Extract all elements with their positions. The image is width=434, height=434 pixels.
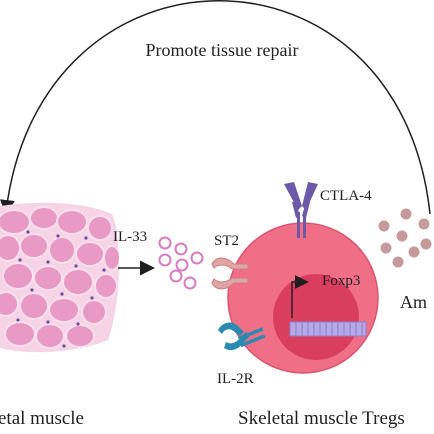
- skeletal-muscle-tissue: [0, 202, 120, 353]
- promote-repair-label: Promote tissue repair: [146, 40, 299, 60]
- ctla4-label: CTLA-4: [320, 188, 372, 204]
- amphiregulin-molecules: [378, 208, 432, 268]
- left-caption: etal muscle: [0, 408, 84, 429]
- right-caption: Skeletal muscle Tregs: [238, 408, 405, 429]
- il33-label: IL-33: [113, 229, 147, 245]
- il2r-label: IL-2R: [217, 371, 254, 387]
- muscle-fibers: [0, 206, 120, 349]
- st2-receptor-icon: [211, 257, 249, 290]
- promoter-arrow-icon: [291, 275, 309, 318]
- arc-label-mask: [120, 38, 324, 62]
- muscle-nuclei: [16, 230, 106, 348]
- st2-label: ST2: [214, 233, 239, 249]
- amphiregulin-label: Am: [400, 292, 427, 312]
- promote-repair-arc: [0, 0, 431, 215]
- treg-nucleus: [273, 274, 359, 360]
- foxp3-label: Foxp3: [322, 273, 360, 289]
- il2r-receptor-icon: [218, 322, 266, 351]
- ctla4-receptor-icon: [284, 182, 318, 238]
- foxp3-gene: [289, 321, 367, 337]
- il33-molecules: [158, 236, 204, 290]
